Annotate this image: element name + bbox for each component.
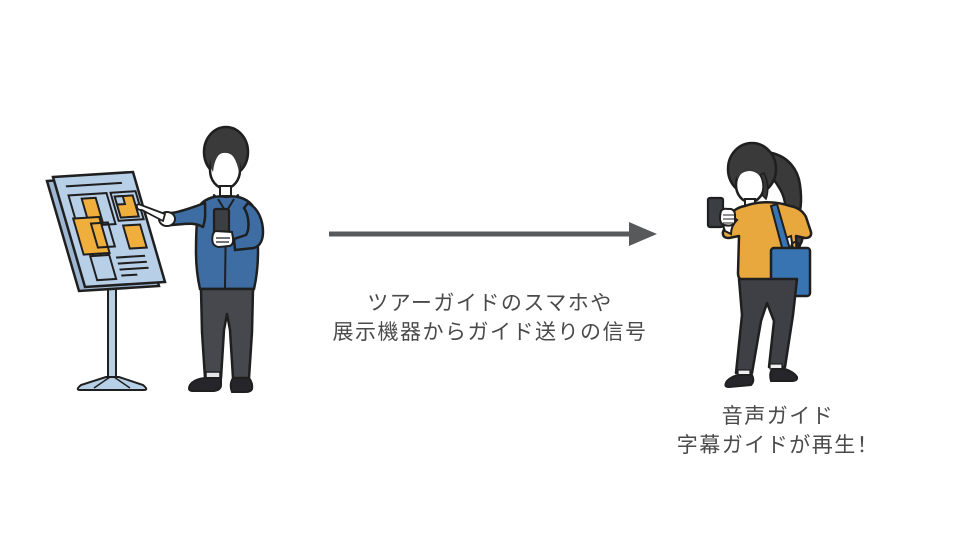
visitor-with-smartphone-icon <box>706 141 813 389</box>
visitor-pants <box>734 277 799 375</box>
visitor-person <box>706 141 813 389</box>
guide-shoe-left <box>188 377 222 392</box>
guide-phone-arm <box>232 201 265 252</box>
playback-caption-line2: 字幕ガイドが再生！ <box>676 434 880 457</box>
playback-caption: 音声ガイド 字幕ガイドが再生！ <box>658 402 898 460</box>
signal-label-line1: ツアーガイドのスマホや <box>367 292 613 315</box>
kiosk-base <box>76 376 148 391</box>
kiosk-pole <box>107 283 117 385</box>
tour-guide-with-smartphone-icon <box>135 125 265 393</box>
signal-arrow-right-icon <box>329 222 657 246</box>
signal-label: ツアーガイドのスマホや 展示機器からガイド送りの信号 <box>300 289 680 347</box>
kiosk-display-icon <box>45 170 167 391</box>
kiosk-and-guide-illustration <box>45 125 265 393</box>
guide-shoe-right <box>229 377 254 393</box>
guide-pointing-finger <box>135 203 167 223</box>
kiosk-board-content <box>65 181 149 282</box>
guide-pointing-arm <box>167 201 207 229</box>
visitor-shoe-left <box>724 374 755 389</box>
playback-caption-line1: 音声ガイド <box>721 405 835 428</box>
guide-pants <box>199 287 255 380</box>
visitor-shoe-right <box>769 368 799 382</box>
signal-label-line2: 展示機器からガイド送りの信号 <box>332 321 648 344</box>
